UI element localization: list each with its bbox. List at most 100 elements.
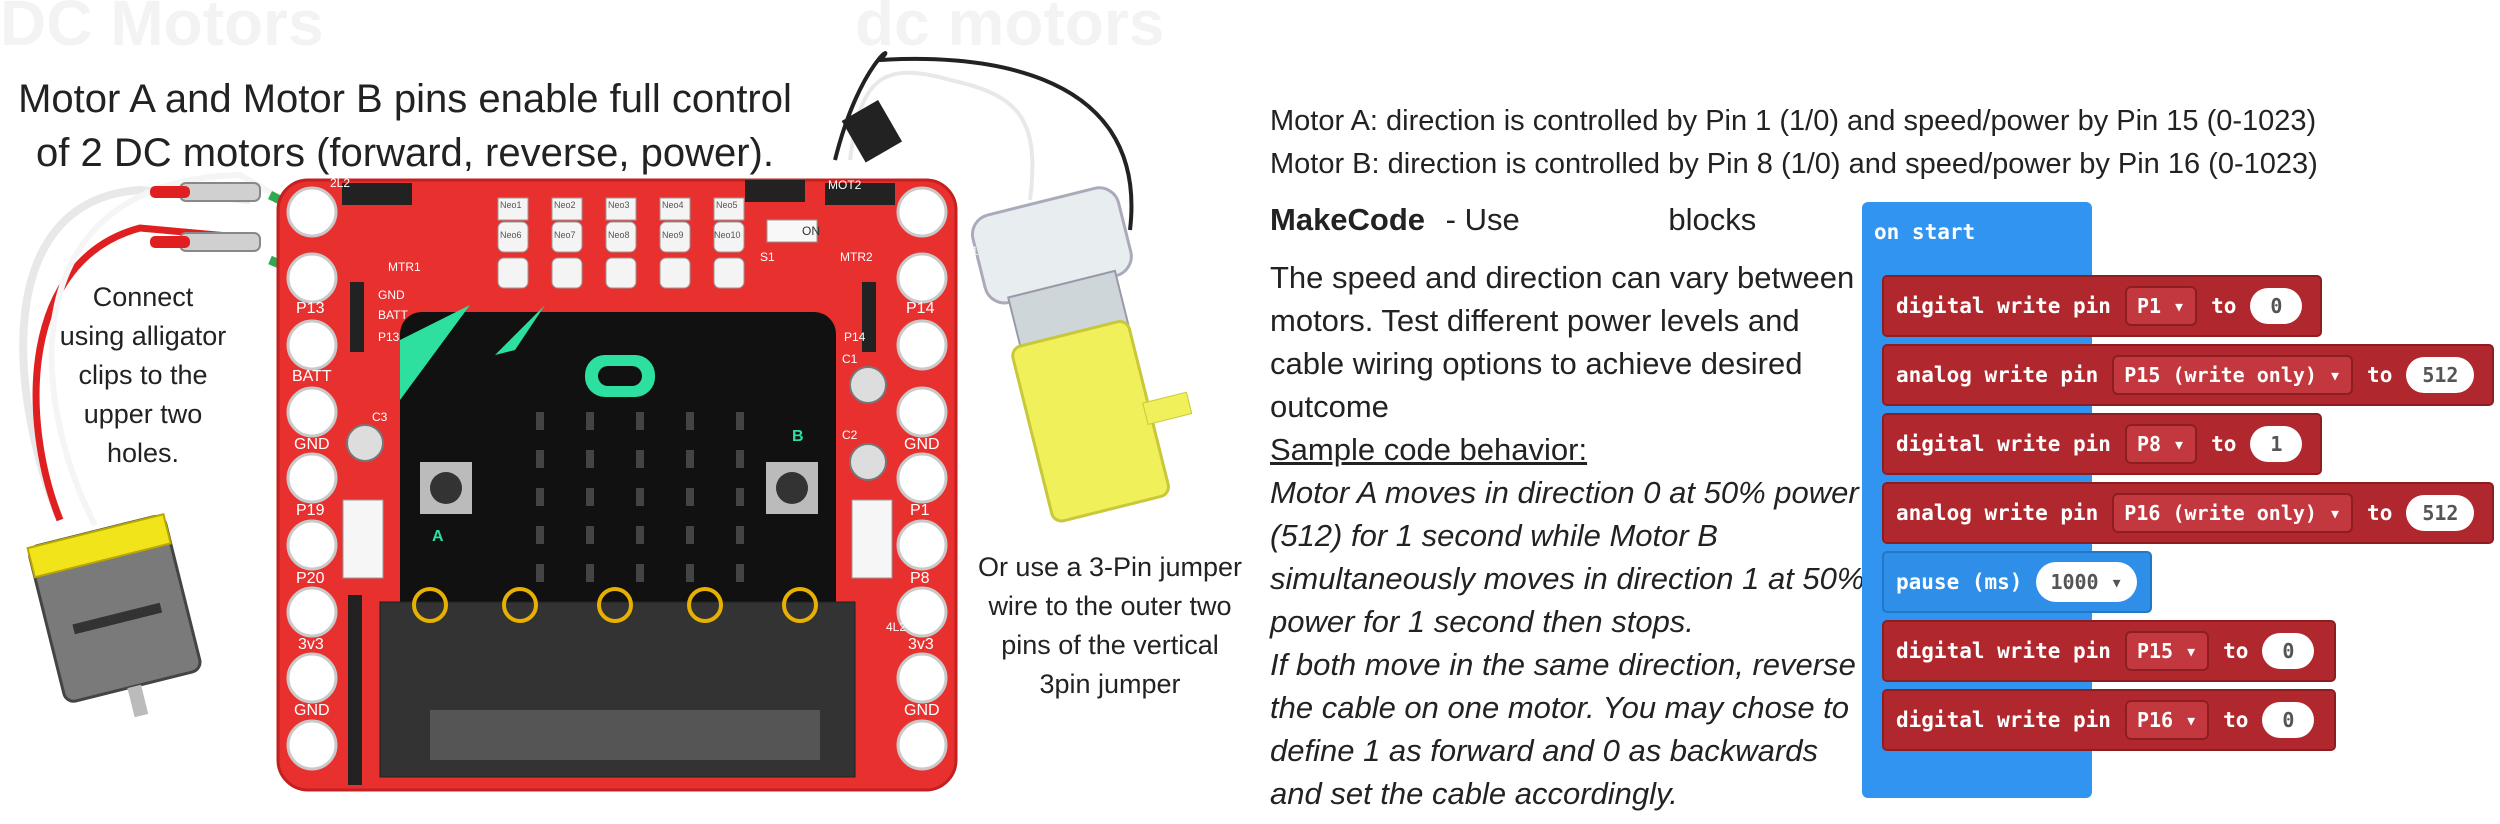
intro-text: The speed and direction can vary between… xyxy=(1270,260,1855,424)
white-wire-2 xyxy=(48,171,277,527)
block-pause[interactable]: pause (ms) 1000 ▾ xyxy=(1882,551,2152,613)
pin-label-p8: P8 xyxy=(910,570,930,587)
pin-label-p1: P1 xyxy=(910,502,930,519)
silk-c3: C3 xyxy=(372,410,388,424)
ghost-title-right: dc motors xyxy=(855,0,1165,59)
block-label: digital write pin xyxy=(1896,432,2111,456)
silk-2l2: 2L2 xyxy=(330,176,351,190)
block-label: analog write pin xyxy=(1896,501,2099,525)
headline: Motor A and Motor B pins enable full con… xyxy=(18,77,792,175)
block-digital-write-p16[interactable]: digital write pin P16 ▾ to 0 xyxy=(1882,689,2336,751)
caption-alligator: Connect using alligator clips to the upp… xyxy=(59,282,227,468)
pin-dropdown[interactable]: P1 ▾ xyxy=(2124,286,2198,326)
pause-dropdown[interactable]: 1000 ▾ xyxy=(2036,562,2137,602)
silk-neo7: Neo7 xyxy=(554,230,576,240)
silk-neo2: Neo2 xyxy=(554,200,576,210)
value-input[interactable]: 512 xyxy=(2406,495,2475,531)
to-label: to xyxy=(2367,501,2393,525)
silk-c1: C1 xyxy=(842,352,858,366)
block-digital-write-p1[interactable]: digital write pin P1 ▾ to 0 xyxy=(1882,275,2322,337)
black-wire xyxy=(833,51,1134,231)
alligator-clip-upper xyxy=(150,182,261,202)
to-label: to xyxy=(2223,639,2249,663)
pin-label-p19: P19 xyxy=(296,502,325,519)
silk-batt: BATT xyxy=(378,308,408,322)
caption-jumper: Or use a 3-Pin jumper wire to the outer … xyxy=(977,552,1243,699)
silk-neo1: Neo1 xyxy=(500,200,522,210)
value-input[interactable]: 0 xyxy=(2262,633,2315,669)
silk-4l2: 4L2 xyxy=(886,620,907,634)
pin-label-gnd-r2: GND xyxy=(904,702,940,719)
alligator-clip-lower xyxy=(150,232,261,252)
to-label: to xyxy=(2367,363,2393,387)
silk-s1: S1 xyxy=(760,250,775,264)
hardware-illustration xyxy=(19,51,1193,792)
gear-motor xyxy=(970,186,1193,523)
makecode-use: - Use xyxy=(1445,202,1520,237)
pin-dropdown[interactable]: P8 ▾ xyxy=(2124,424,2198,464)
motor-a-info: Motor A: direction is controlled by Pin … xyxy=(1270,105,2317,137)
block-label: pause (ms) xyxy=(1896,570,2023,594)
silk-neo4: Neo4 xyxy=(662,200,684,210)
dc-motor-left xyxy=(26,513,202,718)
pin-label-gnd-r: GND xyxy=(904,436,940,453)
ghost-title-left: DC Motors xyxy=(0,0,324,59)
value-input[interactable]: 512 xyxy=(2406,357,2475,393)
silk-p13: P13 xyxy=(378,330,400,344)
silk-2l1: 2L1 xyxy=(958,244,979,258)
red-wire xyxy=(32,224,251,522)
silk-on: ON xyxy=(802,224,820,238)
silk-neo8: Neo8 xyxy=(608,230,630,240)
silk-c2: C2 xyxy=(842,428,858,442)
to-label: to xyxy=(2211,294,2237,318)
pin-dropdown[interactable]: P15 ▾ xyxy=(2124,631,2210,671)
block-digital-write-p8[interactable]: digital write pin P8 ▾ to 1 xyxy=(1882,413,2322,475)
silk-p14: P14 xyxy=(844,330,866,344)
makecode-title: MakeCode xyxy=(1270,202,1426,237)
silk-mot2: MOT2 xyxy=(828,178,862,192)
jumper-plug xyxy=(841,99,903,163)
block-label: analog write pin xyxy=(1896,363,2099,387)
silk-b: B xyxy=(792,428,804,445)
description: The speed and direction can vary between… xyxy=(1270,256,1870,815)
makecode-blocks-word: blocks xyxy=(1668,202,1757,237)
silk-neo9: Neo9 xyxy=(662,230,684,240)
to-label: to xyxy=(2211,432,2237,456)
block-digital-write-p15[interactable]: digital write pin P15 ▾ to 0 xyxy=(1882,620,2336,682)
sample-text: Motor A moves in direction 0 at 50% powe… xyxy=(1270,475,1865,639)
pin-label-p20: P20 xyxy=(296,570,325,587)
silk-neo3: Neo3 xyxy=(608,200,630,210)
pin-label-3v3: 3v3 xyxy=(298,636,324,653)
value-input[interactable]: 0 xyxy=(2250,288,2303,324)
pin-dropdown[interactable]: P15 (write only) ▾ xyxy=(2112,355,2354,395)
on-start-label: on start xyxy=(1874,220,1976,244)
sample-heading: Sample code behavior: xyxy=(1270,432,1588,467)
driver-board xyxy=(276,178,958,792)
silk-a: A xyxy=(432,528,444,545)
silk-mtr1: MTR1 xyxy=(388,260,421,274)
block-label: digital write pin xyxy=(1896,294,2111,318)
block-analog-write-p16[interactable]: analog write pin P16 (write only) ▾ to 5… xyxy=(1882,482,2494,544)
makecode-title-row: MakeCode - Use blocks xyxy=(1270,202,1756,238)
pin-label-3v3-r: 3v3 xyxy=(908,636,934,653)
block-label: digital write pin xyxy=(1896,708,2111,732)
pin-label-p13: P13 xyxy=(296,300,325,317)
silk-neo5: Neo5 xyxy=(716,200,738,210)
tip-text: If both move in the same direction, reve… xyxy=(1270,647,1856,811)
value-input[interactable]: 0 xyxy=(2262,702,2315,738)
silk-mtr2: MTR2 xyxy=(840,250,873,264)
pin-dropdown[interactable]: P16 (write only) ▾ xyxy=(2112,493,2354,533)
pin-dropdown[interactable]: P16 ▾ xyxy=(2124,700,2210,740)
pin-label-batt: BATT xyxy=(292,368,332,385)
value-input[interactable]: 1 xyxy=(2250,426,2303,462)
silk-gnd: GND xyxy=(378,288,405,302)
grey-wire xyxy=(848,70,1035,201)
pin-label-p14: P14 xyxy=(906,300,935,317)
motor-b-info: Motor B: direction is controlled by Pin … xyxy=(1270,148,2318,180)
silk-neo10: Neo10 xyxy=(714,230,741,240)
block-analog-write-p15[interactable]: analog write pin P15 (write only) ▾ to 5… xyxy=(1882,344,2494,406)
pin-label-gnd: GND xyxy=(294,436,330,453)
silk-neo6: Neo6 xyxy=(500,230,522,240)
pin-label-gnd-2: GND xyxy=(294,702,330,719)
block-label: digital write pin xyxy=(1896,639,2111,663)
